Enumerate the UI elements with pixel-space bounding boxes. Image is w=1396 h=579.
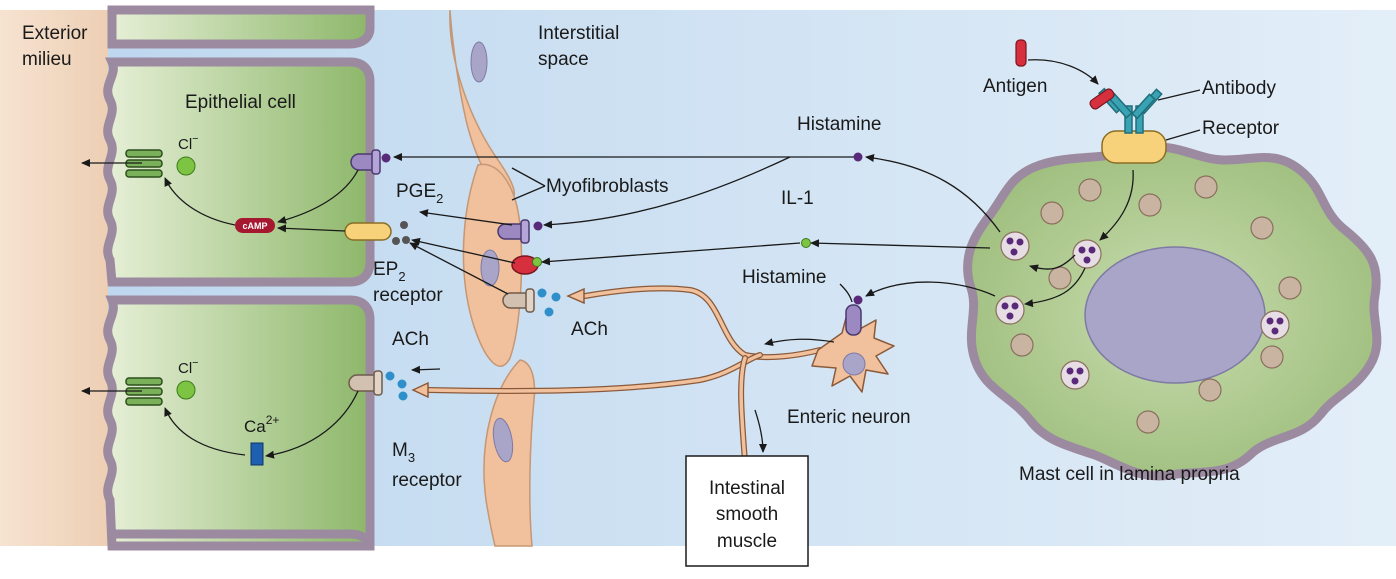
camp-label: cAMP <box>242 221 267 231</box>
label-enteric-neuron: Enteric neuron <box>787 407 911 428</box>
label-calcium: Ca2+ <box>244 413 279 436</box>
il1-receptor <box>511 255 542 275</box>
il1-dot <box>801 238 811 248</box>
smooth-muscle-box <box>685 455 809 567</box>
pge2-dot-1 <box>400 221 408 229</box>
pathway-arrows <box>81 59 1201 459</box>
label-chloride-top: Cl− <box>178 133 199 153</box>
label-ach-left: ACh <box>392 329 429 350</box>
label-mast-cell: Mast cell in lamina propria <box>1019 464 1240 485</box>
chloride-ion-bottom <box>176 380 196 400</box>
label-ach-right: ACh <box>571 319 608 340</box>
myofibroblast-nucleus-top <box>470 41 488 83</box>
epithelial-cell-sliver-top <box>107 5 375 49</box>
ep2-receptor <box>344 222 392 241</box>
label-chloride-bottom: Cl− <box>178 357 199 377</box>
pge2-dot-2 <box>392 237 400 245</box>
antigen-free <box>1015 39 1027 67</box>
m3-receptor <box>348 370 383 396</box>
myofibroblast-nucleus-bottom <box>492 417 514 463</box>
epithelial-cell-sliver-bottom <box>112 529 375 547</box>
mast-cell-granules <box>1010 175 1302 434</box>
exterior-background <box>0 10 108 546</box>
ach-receptor-myofibroblast <box>502 288 561 317</box>
nerve-fiber-lower-core <box>426 353 762 393</box>
calcium-store <box>250 442 264 466</box>
pge2-dot-3 <box>402 236 410 244</box>
histamine-dot-top <box>853 152 863 162</box>
label-receptor: Receptor <box>1202 118 1280 139</box>
label-m3: M3 <box>392 440 415 465</box>
nerve-fiber-muscle-core <box>739 356 747 464</box>
epithelial-cell-bottom <box>103 295 375 551</box>
mast-cell-nucleus <box>1084 246 1266 384</box>
epithelial-cell-top <box>103 57 375 287</box>
label-histamine-mid: Histamine <box>742 267 826 288</box>
camp-badge <box>235 218 275 233</box>
histamine-receptor-neuron <box>845 295 863 336</box>
label-interstitial-1: Interstitial <box>538 23 619 44</box>
label-il1: IL-1 <box>781 188 814 209</box>
mast-cell-histamine-granules <box>995 231 1290 390</box>
label-histamine-top: Histamine <box>797 114 881 135</box>
label-antigen: Antigen <box>983 76 1047 97</box>
nerve-terminal-lower <box>411 381 429 399</box>
label-pge2: PGE2 <box>396 181 443 206</box>
label-interstitial-2: space <box>538 49 589 70</box>
label-antibody: Antibody <box>1202 78 1276 99</box>
chloride-ion-top <box>176 156 196 176</box>
label-exterior-2: milieu <box>22 49 72 70</box>
label-muscle-3: muscle <box>717 531 777 552</box>
enteric-neuron-nucleus <box>842 352 866 376</box>
label-ep2-receptor: receptor <box>373 285 443 306</box>
ach-dot-epi-1 <box>385 371 395 381</box>
histamine-receptor-epithelial <box>350 149 391 175</box>
nerve-terminal-upper <box>566 287 585 305</box>
label-muscle-1: Intestinal <box>709 478 785 499</box>
label-muscle-2: smooth <box>716 504 778 525</box>
ach-dot-epi-3 <box>398 391 408 401</box>
label-epithelial-cell: Epithelial cell <box>185 92 296 113</box>
antigen-bound <box>1089 88 1115 110</box>
label-ep2: EP2 <box>373 259 406 284</box>
label-m3-receptor: receptor <box>392 470 462 491</box>
chloride-channel-bottom <box>125 377 163 406</box>
nerve-fiber-upper-core <box>583 286 822 359</box>
label-exterior-1: Exterior <box>22 23 88 44</box>
histamine-receptor-myofibroblast <box>497 219 543 244</box>
label-myofibroblasts: Myofibroblasts <box>546 176 669 197</box>
fc-receptor <box>1101 130 1167 164</box>
chloride-channel-top <box>125 149 163 178</box>
ach-dot-epi-2 <box>397 379 407 389</box>
